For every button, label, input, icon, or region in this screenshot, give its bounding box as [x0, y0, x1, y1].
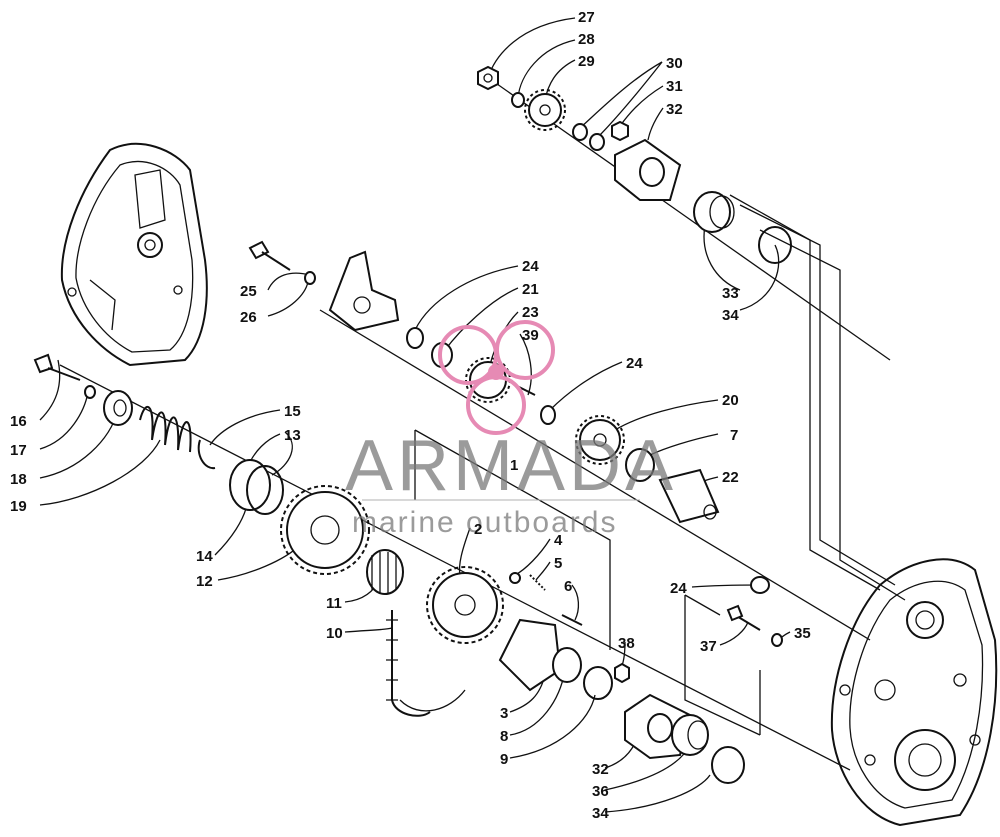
part-label-24: 24: [670, 580, 687, 597]
part-label-9: 9: [500, 751, 508, 768]
part-label-12: 12: [196, 573, 213, 590]
part-label-38: 38: [618, 635, 635, 652]
part-label-13: 13: [284, 427, 301, 444]
part-label-16: 16: [10, 413, 27, 430]
part-label-32: 32: [592, 761, 609, 778]
armada-logo-icon: [438, 320, 555, 435]
part-label-6: 6: [564, 578, 572, 595]
part-label-14: 14: [196, 548, 213, 565]
watermark-tagline: marine outboards: [352, 506, 617, 539]
watermark-brand: ARMADA: [345, 426, 677, 506]
part-label-34: 34: [592, 805, 609, 822]
part-label-15: 15: [284, 403, 301, 420]
gearcase-cover: [60, 142, 208, 367]
part-label-20: 20: [722, 392, 739, 409]
part-label-7: 7: [730, 427, 738, 444]
part-label-1: 1: [510, 457, 518, 474]
part-label-24: 24: [522, 258, 539, 275]
watermark: ARMADA marine outboards: [345, 320, 677, 539]
left-shaft-parts: [33, 353, 431, 717]
part-label-36: 36: [592, 783, 609, 800]
part-label-31: 31: [666, 78, 683, 95]
center-gear-parts: [426, 566, 783, 784]
part-label-27: 27: [578, 9, 595, 26]
part-label-17: 17: [10, 442, 27, 459]
part-labels: 27 28 29 30 31 32 33 34 24 21 23 39 24 2…: [10, 9, 811, 822]
part-label-10: 10: [326, 625, 343, 642]
part-label-24: 24: [626, 355, 643, 372]
shaft-and-assembly-lines: [59, 71, 906, 771]
part-label-28: 28: [578, 31, 595, 48]
upper-shaft-parts: [477, 65, 792, 264]
part-label-5: 5: [554, 555, 562, 572]
part-label-30: 30: [666, 55, 683, 72]
part-label-2: 2: [474, 521, 482, 538]
part-label-33: 33: [722, 285, 739, 302]
part-label-39: 39: [522, 327, 539, 344]
part-label-11: 11: [326, 595, 342, 612]
part-label-37: 37: [700, 638, 717, 655]
gearcase-housing: [830, 558, 998, 827]
part-label-19: 19: [10, 498, 27, 515]
part-label-22: 22: [722, 469, 739, 486]
part-label-25: 25: [240, 283, 257, 300]
part-label-3: 3: [500, 705, 508, 722]
part-label-35: 35: [794, 625, 811, 642]
part-label-18: 18: [10, 471, 27, 488]
part-label-34: 34: [722, 307, 739, 324]
part-label-4: 4: [554, 532, 563, 549]
part-label-23: 23: [522, 304, 539, 321]
part-label-8: 8: [500, 728, 508, 745]
part-label-29: 29: [578, 53, 595, 70]
part-label-32: 32: [666, 101, 683, 118]
part-label-26: 26: [240, 309, 257, 326]
part-label-21: 21: [522, 281, 539, 298]
